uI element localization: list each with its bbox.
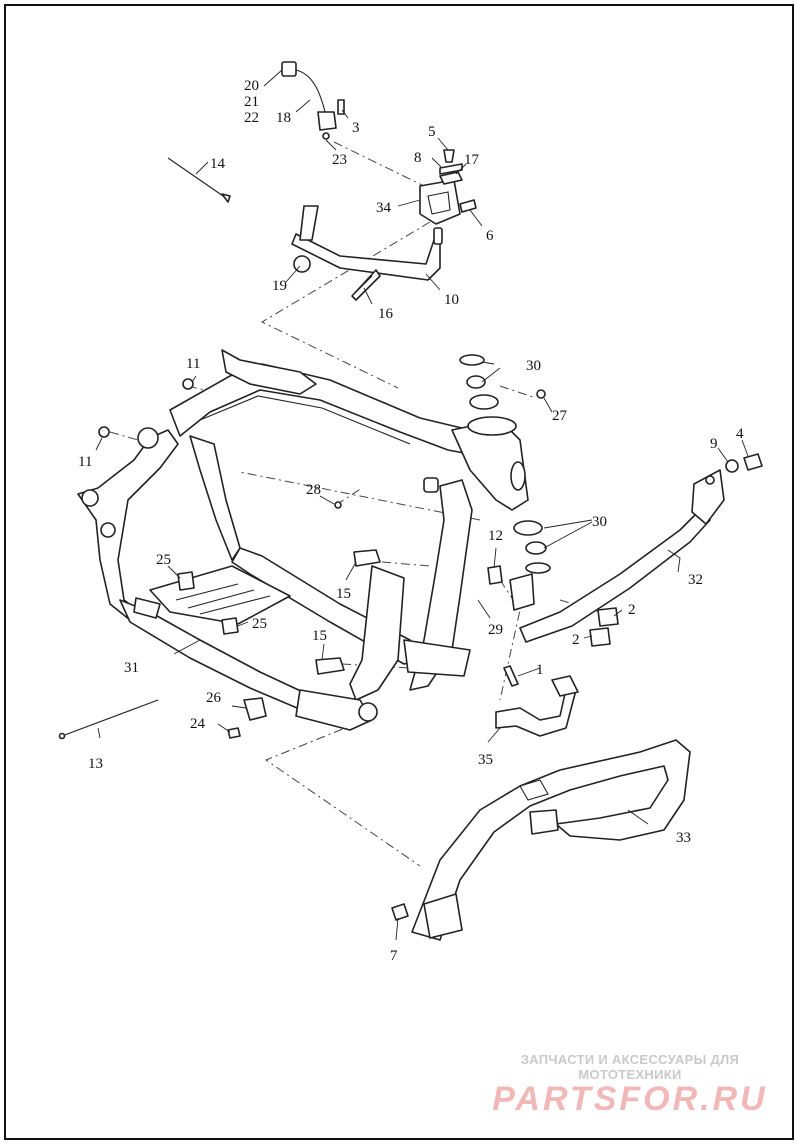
- callout-33: 33: [676, 830, 691, 846]
- callout-31: 31: [124, 660, 139, 676]
- callout-15a: 15: [336, 586, 351, 602]
- callout-7: 7: [390, 948, 398, 964]
- callout-29: 29: [488, 622, 503, 638]
- callout-9: 9: [710, 436, 718, 452]
- callout-16: 16: [378, 306, 394, 322]
- diagram-frame: [4, 4, 794, 1140]
- callout-25b: 25: [252, 616, 267, 632]
- leader-lines: [95, 69, 749, 941]
- sidestand-assembly: [291, 149, 477, 301]
- lower-bracket: [495, 675, 579, 737]
- callout-14: 14: [210, 156, 226, 172]
- callout-13: 13: [88, 756, 103, 772]
- callout-30b: 30: [592, 514, 607, 530]
- callout-5: 5: [428, 124, 436, 140]
- callout-22: 22: [244, 110, 259, 126]
- main-frame: [77, 349, 529, 731]
- callout-2a: 2: [628, 602, 636, 618]
- callout-8: 8: [414, 150, 422, 166]
- callout-10: 10: [444, 292, 459, 308]
- callout-21: 21: [244, 94, 259, 110]
- hardware: [58, 157, 763, 921]
- engine-guard: [411, 739, 691, 941]
- callout-15b: 15: [312, 628, 327, 644]
- callout-11a: 11: [186, 356, 200, 372]
- sensor-harness: [281, 61, 345, 140]
- callout-27: 27: [552, 408, 568, 424]
- crossmember-bar: [509, 469, 725, 643]
- callout-1: 1: [536, 662, 544, 678]
- callout-19: 19: [272, 278, 287, 294]
- callout-20: 20: [244, 78, 259, 94]
- callout-3: 3: [352, 120, 360, 136]
- callout-4: 4: [736, 426, 744, 442]
- callout-18: 18: [276, 110, 291, 126]
- callout-34: 34: [376, 200, 392, 216]
- callout-26: 26: [206, 690, 222, 706]
- callout-23: 23: [332, 152, 347, 168]
- watermark-logo: PARTSFOR.RU: [492, 1080, 768, 1118]
- callout-32: 32: [688, 572, 703, 588]
- assembly-lines: [109, 141, 601, 867]
- watermark-tagline: ЗАПЧАСТИ И АКСЕССУАРЫ ДЛЯ МОТОТЕХНИКИ: [520, 1052, 740, 1082]
- callout-17: 17: [464, 152, 480, 168]
- callout-6: 6: [486, 228, 494, 244]
- callout-24: 24: [190, 716, 206, 732]
- watermark: ЗАПЧАСТИ И АКСЕССУАРЫ ДЛЯ МОТОТЕХНИКИ PA…: [470, 1052, 790, 1119]
- callout-labels: 1 2 2 3 4 5 6 7 8 9 10 11 11 12 13 14 15…: [78, 78, 744, 964]
- callout-30a: 30: [526, 358, 541, 374]
- callout-35: 35: [478, 752, 493, 768]
- callout-2b: 2: [572, 632, 580, 648]
- callout-28: 28: [306, 482, 321, 498]
- callout-12: 12: [488, 528, 503, 544]
- callout-11b: 11: [78, 454, 92, 470]
- callout-25a: 25: [156, 552, 171, 568]
